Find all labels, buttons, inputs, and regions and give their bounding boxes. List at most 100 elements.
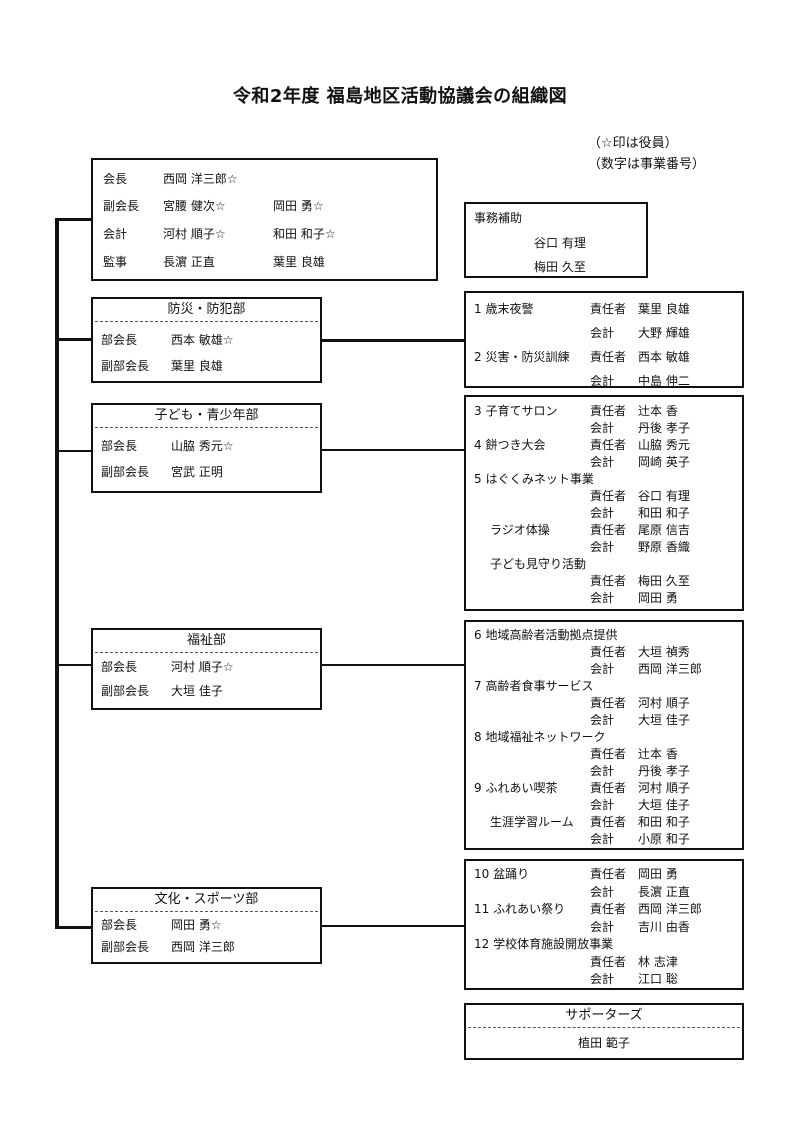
assistant-name: 谷口 有理 [534, 236, 586, 250]
dept-name: 子ども・青少年部 [95, 405, 318, 428]
project-person: 大垣 佳子 [638, 713, 690, 727]
project-role: 会計 [590, 540, 615, 554]
project-title: 3 子育てサロン [474, 404, 558, 418]
project-person: 辻本 香 [638, 404, 678, 418]
dept-box-bunka: 文化・スポーツ部 部会長 岡田 勇☆ 副部会長 西岡 洋三郎 [91, 887, 322, 964]
supporters-box: サポーターズ 植田 範子 [464, 1003, 744, 1060]
project-title: ラジオ体操 [490, 523, 550, 537]
project-person: 岡田 勇 [638, 867, 678, 881]
officer-name-secondary: 葉里 良雄 [273, 255, 325, 269]
connector-dept-bunka [55, 926, 91, 929]
project-role: 責任者 [590, 574, 627, 588]
dept-role: 副部会長 [101, 940, 150, 954]
link-bunka-projects [321, 925, 465, 927]
officer-name: 宮腰 健次☆ [163, 199, 226, 213]
project-person: 梅田 久至 [638, 574, 690, 588]
project-role: 会計 [590, 764, 615, 778]
officer-name-secondary: 岡田 勇☆ [273, 199, 324, 213]
project-person: 野原 香織 [638, 540, 690, 554]
dept-member-name: 岡田 勇☆ [171, 918, 222, 932]
project-person: 葉里 良雄 [638, 302, 690, 316]
project-role: 会計 [590, 884, 615, 899]
dept-member-name: 山脇 秀元☆ [171, 439, 234, 453]
project-role: 会計 [590, 662, 615, 676]
link-bousai-projects [321, 339, 465, 342]
officer-role: 監事 [103, 255, 128, 269]
dept-role: 部会長 [101, 918, 138, 932]
project-title: 子ども見守り活動 [490, 557, 587, 571]
dept-member-name: 宮武 正明 [171, 465, 223, 479]
project-person: 大垣 禎秀 [638, 645, 690, 659]
project-role: 責任者 [590, 696, 627, 710]
project-person: 長濵 正直 [638, 884, 690, 899]
project-role: 責任者 [590, 815, 627, 829]
project-person: 江口 聡 [638, 972, 678, 986]
project-person: 吉川 由香 [638, 919, 690, 934]
project-person: 谷口 有理 [638, 489, 690, 503]
page-title: 令和2年度 福島地区活動協議会の組織図 [232, 86, 568, 107]
dept-role: 副部会長 [101, 359, 150, 373]
project-person: 小原 和子 [638, 832, 690, 846]
project-title: 4 餅つき大会 [474, 438, 546, 452]
officer-role: 会計 [103, 227, 128, 241]
dept-member-name: 河村 順子☆ [171, 660, 234, 674]
supporters-title: サポーターズ [468, 1005, 740, 1028]
link-fukushi-projects [321, 664, 465, 666]
legend-star-note: （☆印は役員） [588, 136, 678, 151]
project-role: 会計 [590, 455, 615, 469]
dept-role: 部会長 [101, 333, 138, 347]
project-person: 西岡 洋三郎 [638, 902, 702, 916]
project-person: 尾原 信吉 [638, 523, 690, 537]
officers-box: 会長 西岡 洋三郎☆ 副会長 宮腰 健次☆ 岡田 勇☆ 会計 河村 順子☆ 和田… [91, 158, 438, 281]
dept-box-fukushi: 福祉部 部会長 河村 順子☆ 副部会長 大垣 佳子 [91, 628, 322, 710]
connector-dept-kodomo [55, 450, 91, 452]
project-title: 10 盆踊り [474, 867, 530, 881]
project-person: 丹後 孝子 [638, 764, 690, 778]
project-role: 会計 [590, 798, 615, 812]
project-person: 西本 敏雄 [638, 350, 690, 364]
project-title: 7 高齢者食事サービス [474, 679, 594, 693]
dept-member-name: 西本 敏雄☆ [171, 333, 234, 347]
project-title: 12 学校体育施設開放事業 [474, 937, 614, 951]
project-person: 山脇 秀元 [638, 438, 690, 452]
dept-member-name: 西岡 洋三郎 [171, 940, 235, 954]
dept-name: 福祉部 [95, 630, 318, 653]
project-role: 会計 [590, 832, 615, 846]
project-person: 丹後 孝子 [638, 421, 690, 435]
project-person: 河村 順子 [638, 781, 690, 795]
officer-name: 西岡 洋三郎☆ [163, 172, 238, 186]
project-role: 責任者 [590, 350, 627, 364]
project-role: 会計 [590, 591, 615, 605]
project-role: 会計 [590, 374, 615, 388]
supporter-name: 植田 範子 [578, 1036, 630, 1050]
officer-name: 河村 順子☆ [163, 227, 226, 241]
officer-name: 長濵 正直 [163, 255, 215, 269]
dept-member-name: 葉里 良雄 [171, 359, 223, 373]
dept-member-name: 大垣 佳子 [171, 684, 223, 698]
project-person: 林 志津 [638, 954, 678, 969]
project-person: 和田 和子 [638, 815, 690, 829]
officer-role: 副会長 [103, 199, 140, 213]
link-kodomo-projects [321, 449, 465, 451]
project-title: 1 歳末夜警 [474, 302, 534, 316]
dept-role: 部会長 [101, 660, 138, 674]
assistants-title: 事務補助 [474, 211, 523, 225]
assistant-name: 梅田 久至 [534, 260, 586, 274]
project-role: 責任者 [590, 489, 627, 503]
project-person: 辻本 香 [638, 747, 678, 761]
project-person: 西岡 洋三郎 [638, 662, 702, 676]
project-person: 岡田 勇 [638, 591, 678, 605]
dept-name: 文化・スポーツ部 [95, 889, 318, 912]
project-role: 責任者 [590, 867, 627, 881]
dept-role: 部会長 [101, 439, 138, 453]
project-title: 生涯学習ルーム [490, 815, 574, 829]
dept-role: 副部会長 [101, 465, 150, 479]
project-person: 大野 輝雄 [638, 326, 690, 340]
connector-officers [55, 218, 91, 221]
officer-name-secondary: 和田 和子☆ [273, 227, 336, 241]
project-title: 8 地域福祉ネットワーク [474, 730, 606, 744]
